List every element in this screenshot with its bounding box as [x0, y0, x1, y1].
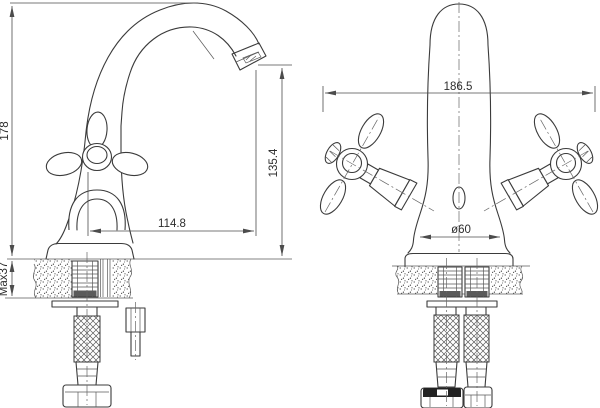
- side-under-counter: [51, 252, 146, 408]
- mounting-washer-plate: [51, 300, 119, 308]
- aerator-screen: [242, 51, 262, 64]
- handle-lobe: [319, 179, 347, 215]
- spout-aerator-block: [231, 42, 267, 71]
- handle-hub: [81, 142, 113, 172]
- front-left-handle: [319, 113, 435, 215]
- side-countertop: [5, 258, 292, 299]
- front-under-counter: [420, 258, 498, 408]
- valve-axis-centerline: [329, 150, 435, 212]
- mounting-washer-plate: [426, 300, 498, 308]
- dim-spout-reach-label: 114.8: [158, 218, 186, 230]
- supply-hose: [420, 306, 464, 408]
- hose-nut: [463, 386, 493, 408]
- clamp-bolt: [125, 302, 146, 360]
- dim-max-thickness: Max37: [0, 261, 15, 297]
- dim-overall-width-label: 186.5: [444, 81, 473, 93]
- dim-spout-reach: 114.8: [87, 70, 257, 236]
- outlet-centerline: [192, 30, 215, 60]
- dim-overall-height-label: 178: [0, 121, 11, 140]
- dimension-layer: 178 135.4 114.8 Max37 186.5: [0, 2, 596, 297]
- handle-right-lobe: [111, 151, 149, 177]
- side-spout: [85, 2, 267, 133]
- dim-outlet-height-label: 135.4: [268, 148, 280, 177]
- supply-hose: [463, 306, 493, 408]
- handle-lobe: [571, 179, 599, 215]
- mounting-stud: [71, 260, 99, 298]
- valve-collar: [394, 179, 418, 211]
- handle-left-lobe: [45, 151, 83, 177]
- lobe-axis-centerline: [324, 116, 380, 213]
- side-escutcheon: [45, 242, 135, 260]
- front-right-handle: [483, 113, 599, 215]
- dim-base-diameter: ø60: [420, 224, 500, 240]
- dim-max-thickness-label: Max37: [0, 262, 10, 297]
- front-escutcheon: [404, 252, 514, 267]
- dim-overall-height: 178: [0, 2, 198, 256]
- dim-overall-width: 186.5: [322, 81, 596, 112]
- side-cross-handle: [45, 111, 149, 231]
- handle-lobe: [357, 113, 385, 149]
- dim-base-diameter-label: ø60: [451, 224, 471, 236]
- faucet-side-view: [5, 2, 292, 408]
- valve-collar: [500, 179, 524, 211]
- mounting-stud: [437, 266, 463, 298]
- faucet-front-view: [319, 2, 599, 408]
- front-body: [404, 3, 514, 267]
- dim-outlet-height: 135.4: [258, 64, 292, 256]
- front-countertop: [392, 265, 530, 295]
- handle-lobe: [533, 113, 561, 149]
- handle-bonnet: [68, 189, 126, 231]
- tailpiece-tubes: [100, 259, 111, 297]
